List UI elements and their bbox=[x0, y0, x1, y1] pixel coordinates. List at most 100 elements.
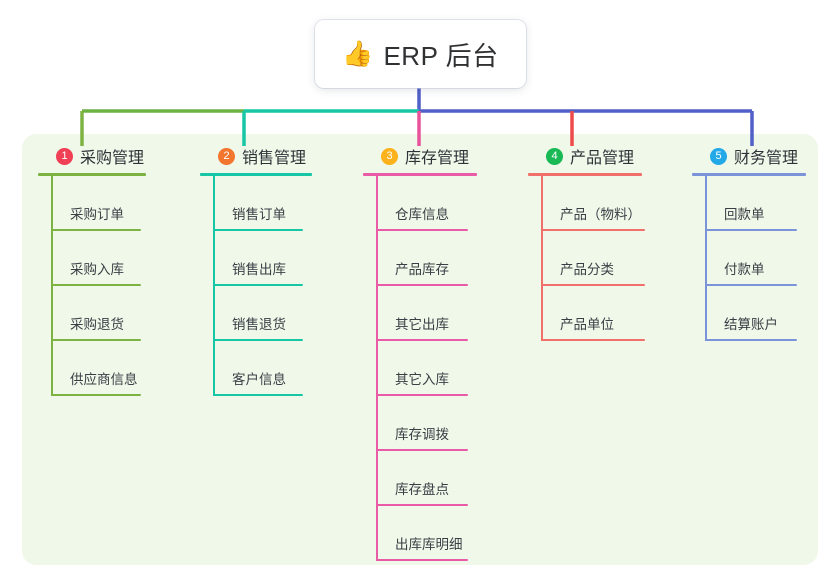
leaf-item[interactable]: 产品库存 bbox=[363, 231, 477, 286]
branch-underline-1 bbox=[38, 173, 146, 176]
leaf-underline bbox=[541, 284, 645, 286]
leaf-label: 产品分类 bbox=[560, 262, 614, 277]
leaf-underline bbox=[705, 229, 797, 231]
leaf-item[interactable]: 销售出库 bbox=[200, 231, 312, 286]
leaf-underline bbox=[376, 449, 468, 451]
leaf-underline bbox=[376, 339, 468, 341]
leaf-label: 仓库信息 bbox=[395, 207, 449, 222]
branch-title-5: 财务管理 bbox=[734, 150, 799, 167]
leaf-underline bbox=[213, 229, 303, 231]
leaf-label: 产品库存 bbox=[395, 262, 449, 277]
leaf-underline bbox=[705, 339, 797, 341]
leaf-underline bbox=[376, 284, 468, 286]
leaf-label: 供应商信息 bbox=[70, 372, 138, 387]
leaf-underline bbox=[51, 394, 141, 396]
leaf-underline bbox=[213, 339, 303, 341]
branch-spine-3 bbox=[376, 176, 378, 561]
leaf-item[interactable]: 其它出库 bbox=[363, 286, 477, 341]
leaf-item[interactable]: 采购退货 bbox=[38, 286, 146, 341]
leaf-label: 采购订单 bbox=[70, 207, 124, 222]
leaf-underline bbox=[541, 339, 645, 341]
branch-column-5: 5 财务管理回款单付款单结算账户 bbox=[692, 143, 806, 341]
leaf-underline bbox=[376, 559, 468, 561]
leaf-underline bbox=[51, 284, 141, 286]
branch-spine-2 bbox=[213, 176, 215, 396]
branch-header-4[interactable]: 4 产品管理 bbox=[528, 143, 642, 169]
leaf-item[interactable]: 供应商信息 bbox=[38, 341, 146, 396]
leaf-label: 产品（物料） bbox=[560, 207, 641, 222]
leaf-underline bbox=[705, 284, 797, 286]
leaf-item[interactable]: 销售退货 bbox=[200, 286, 312, 341]
branch-title-4: 产品管理 bbox=[570, 150, 635, 167]
leaf-underline bbox=[213, 394, 303, 396]
leaf-label: 产品单位 bbox=[560, 317, 614, 332]
branch-column-4: 4 产品管理产品（物料） 产品分类产品单位 bbox=[528, 143, 645, 341]
content-panel bbox=[22, 134, 818, 565]
branch-badge-4: 4 bbox=[546, 147, 563, 165]
branch-spine-5 bbox=[705, 176, 707, 341]
branch-title-2: 销售管理 bbox=[242, 150, 307, 167]
leaf-item[interactable]: 仓库信息 bbox=[363, 176, 477, 231]
leaf-item[interactable]: 销售订单 bbox=[200, 176, 312, 231]
branch-header-5[interactable]: 5 财务管理 bbox=[692, 143, 806, 169]
branch-children-3: 仓库信息产品库存其它出库其它入库库存调拨库存盘点出库库明细 bbox=[363, 176, 477, 561]
leaf-label: 客户信息 bbox=[232, 372, 286, 387]
leaf-label: 销售出库 bbox=[232, 262, 286, 277]
leaf-label: 库存调拨 bbox=[395, 427, 449, 442]
branch-children-2: 销售订单销售出库销售退货客户信息 bbox=[200, 176, 312, 396]
leaf-item[interactable]: 采购入库 bbox=[38, 231, 146, 286]
branch-title-3: 库存管理 bbox=[405, 150, 470, 167]
leaf-item[interactable]: 产品单位 bbox=[528, 286, 645, 341]
branch-badge-5: 5 bbox=[710, 147, 727, 165]
branch-header-2[interactable]: 2 销售管理 bbox=[200, 143, 312, 169]
root-node[interactable]: 👍 ERP 后台 bbox=[315, 20, 526, 88]
thumbs-up-icon: 👍 bbox=[342, 39, 374, 68]
leaf-underline bbox=[51, 229, 141, 231]
leaf-item[interactable]: 结算账户 bbox=[692, 286, 806, 341]
leaf-item[interactable]: 采购订单 bbox=[38, 176, 146, 231]
branch-spine-4 bbox=[541, 176, 543, 341]
leaf-underline bbox=[376, 504, 468, 506]
branch-badge-2: 2 bbox=[218, 147, 235, 165]
leaf-label: 回款单 bbox=[724, 207, 765, 222]
leaf-underline bbox=[213, 284, 303, 286]
leaf-item[interactable]: 其它入库 bbox=[363, 341, 477, 396]
leaf-label: 销售退货 bbox=[232, 317, 286, 332]
branch-underline-3 bbox=[363, 173, 477, 176]
leaf-label: 采购退货 bbox=[70, 317, 124, 332]
branch-spine-1 bbox=[51, 176, 53, 396]
leaf-label: 采购入库 bbox=[70, 262, 124, 277]
branch-children-5: 回款单付款单结算账户 bbox=[692, 176, 806, 341]
branch-badge-3: 3 bbox=[381, 147, 398, 165]
leaf-underline bbox=[541, 229, 645, 231]
leaf-item[interactable]: 回款单 bbox=[692, 176, 806, 231]
leaf-item[interactable]: 客户信息 bbox=[200, 341, 312, 396]
leaf-underline bbox=[376, 394, 468, 396]
leaf-label: 其它入库 bbox=[395, 372, 449, 387]
branch-underline-2 bbox=[200, 173, 312, 176]
leaf-underline bbox=[51, 339, 141, 341]
leaf-label: 付款单 bbox=[724, 262, 765, 277]
leaf-label: 其它出库 bbox=[395, 317, 449, 332]
branch-underline-5 bbox=[692, 173, 806, 176]
leaf-item[interactable]: 付款单 bbox=[692, 231, 806, 286]
branch-header-3[interactable]: 3 库存管理 bbox=[363, 143, 477, 169]
leaf-underline bbox=[376, 229, 468, 231]
leaf-item[interactable]: 产品分类 bbox=[528, 231, 645, 286]
root-node-title: ERP 后台 bbox=[383, 40, 499, 71]
branch-title-1: 采购管理 bbox=[80, 150, 145, 167]
leaf-item[interactable]: 产品（物料） bbox=[528, 176, 645, 231]
leaf-label: 销售订单 bbox=[232, 207, 286, 222]
leaf-item[interactable]: 库存调拨 bbox=[363, 396, 477, 451]
leaf-label: 库存盘点 bbox=[395, 482, 449, 497]
leaf-label: 结算账户 bbox=[724, 317, 778, 332]
branch-children-4: 产品（物料） 产品分类产品单位 bbox=[528, 176, 645, 341]
branch-column-3: 3 库存管理仓库信息产品库存其它出库其它入库库存调拨库存盘点出库库明细 bbox=[363, 143, 477, 561]
leaf-item[interactable]: 出库库明细 bbox=[363, 506, 477, 561]
leaf-item[interactable]: 库存盘点 bbox=[363, 451, 477, 506]
leaf-label: 出库库明细 bbox=[395, 537, 463, 552]
